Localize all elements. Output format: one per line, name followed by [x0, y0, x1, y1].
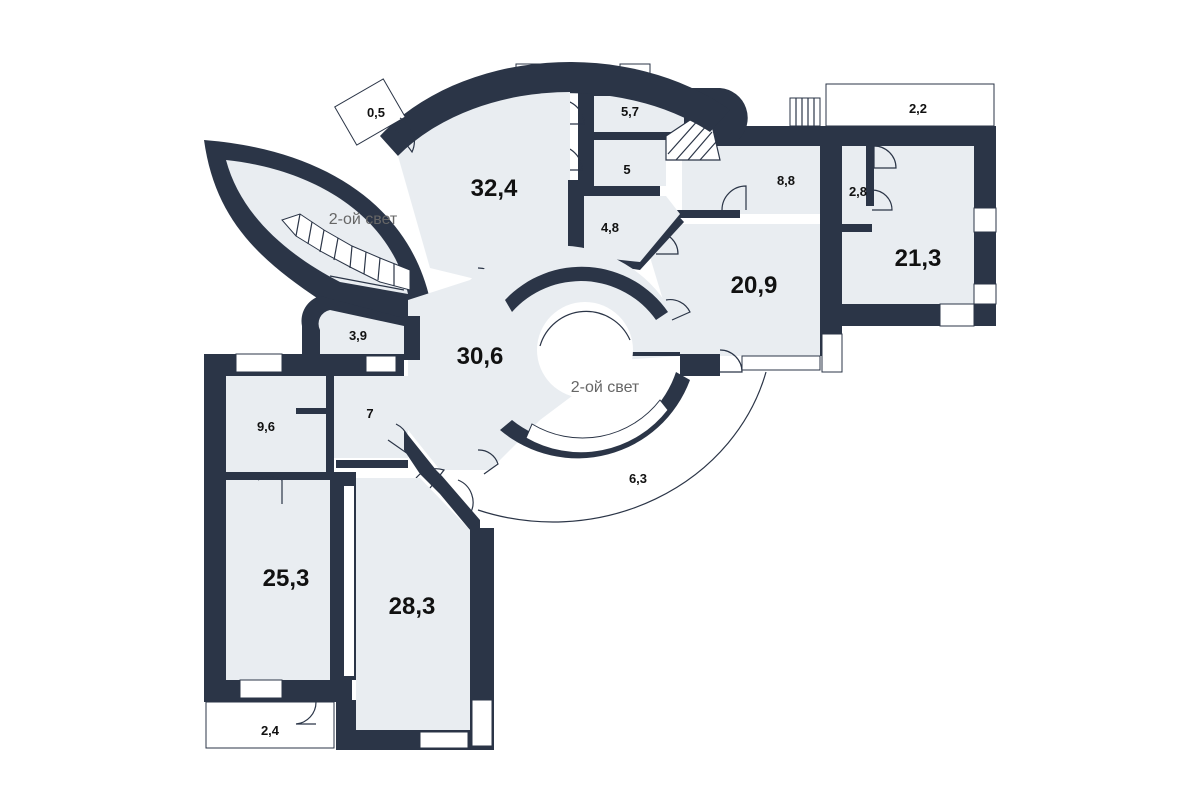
area-label-room-8: 8,8: [777, 173, 795, 188]
north-hall: [334, 61, 730, 301]
south-arc: [477, 371, 767, 523]
north-rooms: [515, 63, 748, 270]
area-label-room-6: 6,3: [629, 471, 647, 486]
west-block: [204, 353, 494, 750]
area-label-room-7: 7: [366, 406, 373, 421]
right-wing: [789, 83, 997, 327]
area-label-room-3-9: 3,9: [349, 328, 367, 343]
area-label-hall-center: 30,6: [457, 343, 504, 370]
balcony-right: [825, 83, 995, 127]
area-label-room-5-7: 5,7: [621, 104, 639, 119]
central-hall: [404, 245, 691, 515]
area-label-hall-top: 32,4: [471, 175, 518, 202]
area-label-room-0-5: 0,5: [367, 105, 385, 120]
area-label-room-2-8: 2,8: [849, 184, 867, 199]
west-leaf: [204, 140, 430, 330]
room-labels: 32,4 30,6 28,3 25,3 21,3 20,9 9,6 8,8 7 …: [257, 101, 941, 738]
second-light-label-center: 2-ой свет: [571, 379, 640, 396]
area-label-room-28: 28,3: [389, 593, 436, 620]
steps-right: [789, 97, 821, 127]
area-label-room-5: 5: [623, 162, 630, 177]
area-label-room-20: 20,9: [731, 272, 778, 299]
area-label-room-2-2: 2,2: [909, 101, 927, 116]
area-label-room-9: 9,6: [257, 419, 275, 434]
area-label-room-21: 21,3: [895, 245, 942, 272]
east-block: [640, 126, 843, 376]
second-light-label-left: 2-ой свет: [329, 211, 398, 228]
room-3-9: [301, 296, 404, 356]
area-label-room-2-4: 2,4: [261, 723, 280, 738]
area-label-room-4-8: 4,8: [601, 220, 619, 235]
area-label-room-25: 25,3: [263, 565, 310, 592]
